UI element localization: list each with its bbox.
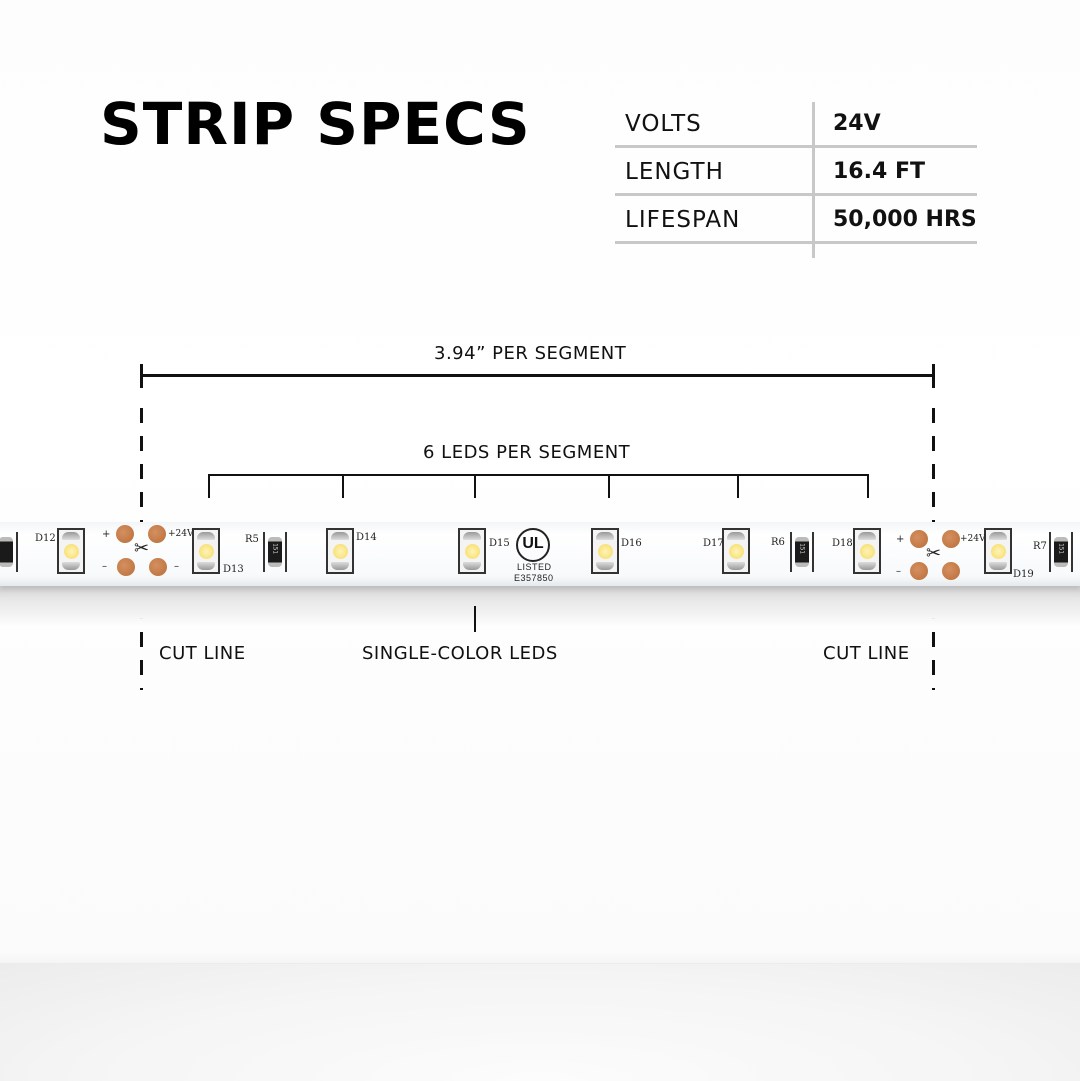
- solder-pad: [117, 558, 135, 576]
- solder-pad: [149, 558, 167, 576]
- pad-polarity-label: +: [102, 529, 111, 540]
- spec-label: VOLTS: [625, 110, 702, 137]
- spec-row-lifespan: LIFESPAN 50,000 HRS: [615, 196, 977, 244]
- leds-per-segment-label: 6 LEDS PER SEGMENT: [423, 442, 631, 463]
- designator-label: D13: [223, 564, 244, 575]
- segment-dimension-tick-right: [932, 364, 935, 388]
- led-chip: [722, 528, 750, 574]
- pad-polarity-label: –: [174, 561, 179, 572]
- led-chip: [57, 528, 85, 574]
- pad-voltage-label: +24V: [960, 534, 986, 544]
- pad-polarity-label: –: [102, 561, 107, 572]
- specs-table: VOLTS 24V LENGTH 16.4 FT LIFESPAN 50,000…: [615, 100, 977, 244]
- pad-polarity-label: +: [896, 534, 905, 545]
- page-title: STRIP SPECS: [100, 90, 531, 158]
- designator-label: D15: [489, 538, 510, 549]
- spec-value: 50,000 HRS: [833, 207, 977, 232]
- floor-backdrop: [0, 963, 1080, 1081]
- led-bracket-tick: [208, 474, 210, 498]
- solder-pad: [148, 525, 166, 543]
- designator-label: D18: [832, 538, 853, 549]
- spec-row-volts: VOLTS 24V: [615, 100, 977, 148]
- led-bracket-tick: [867, 474, 869, 498]
- led-bracket-tick: [342, 474, 344, 498]
- ul-listed-label: LISTED: [517, 562, 552, 572]
- resistor: 151: [263, 532, 287, 572]
- designator-label: D14: [356, 532, 377, 543]
- designator-label: R6: [771, 537, 785, 548]
- led-bracket-tick: [474, 474, 476, 498]
- resistor: [0, 532, 18, 572]
- resistor: 151: [1049, 532, 1073, 572]
- led-pointer-line: [474, 606, 476, 632]
- solder-pad: [116, 525, 134, 543]
- pad-polarity-label: –: [896, 566, 901, 577]
- designator-label: R5: [245, 534, 259, 545]
- solder-pad: [910, 530, 928, 548]
- spec-row-length: LENGTH 16.4 FT: [615, 148, 977, 196]
- spec-value: 24V: [833, 111, 881, 136]
- single-color-leds-label: SINGLE-COLOR LEDS: [362, 643, 558, 664]
- led-bracket-line: [208, 474, 869, 476]
- scissors-icon: ✂: [926, 543, 942, 564]
- spec-label: LIFESPAN: [625, 206, 741, 233]
- resistor: 151: [790, 532, 814, 572]
- ul-file-number: E357850: [514, 573, 554, 583]
- led-chip: [984, 528, 1012, 574]
- spec-label: LENGTH: [625, 158, 724, 185]
- segment-dimension-line: [141, 374, 934, 377]
- solder-pad: [942, 530, 960, 548]
- cut-line-left-label: CUT LINE: [159, 643, 246, 664]
- designator-label: D19: [1013, 569, 1034, 580]
- cut-line-right-label: CUT LINE: [823, 643, 910, 664]
- led-bracket-tick: [737, 474, 739, 498]
- spec-value: 16.4 FT: [833, 159, 925, 184]
- designator-label: D17: [703, 538, 724, 549]
- segment-length-label: 3.94” PER SEGMENT: [434, 343, 627, 364]
- scissors-icon: ✂: [134, 538, 150, 559]
- led-chip: [458, 528, 486, 574]
- led-bracket-tick: [608, 474, 610, 498]
- solder-pad: [942, 562, 960, 580]
- ul-certification-icon: UL: [516, 528, 550, 562]
- led-chip: [853, 528, 881, 574]
- led-chip: [326, 528, 354, 574]
- led-chip: [192, 528, 220, 574]
- led-chip: [591, 528, 619, 574]
- specs-column-divider: [812, 102, 815, 258]
- designator-label: R7: [1033, 541, 1047, 552]
- pad-voltage-label: +24V: [168, 529, 194, 539]
- strip-shadow: [0, 586, 1080, 626]
- segment-dimension-tick-left: [140, 364, 143, 388]
- designator-label: D12: [35, 533, 56, 544]
- designator-label: D16: [621, 538, 642, 549]
- solder-pad: [910, 562, 928, 580]
